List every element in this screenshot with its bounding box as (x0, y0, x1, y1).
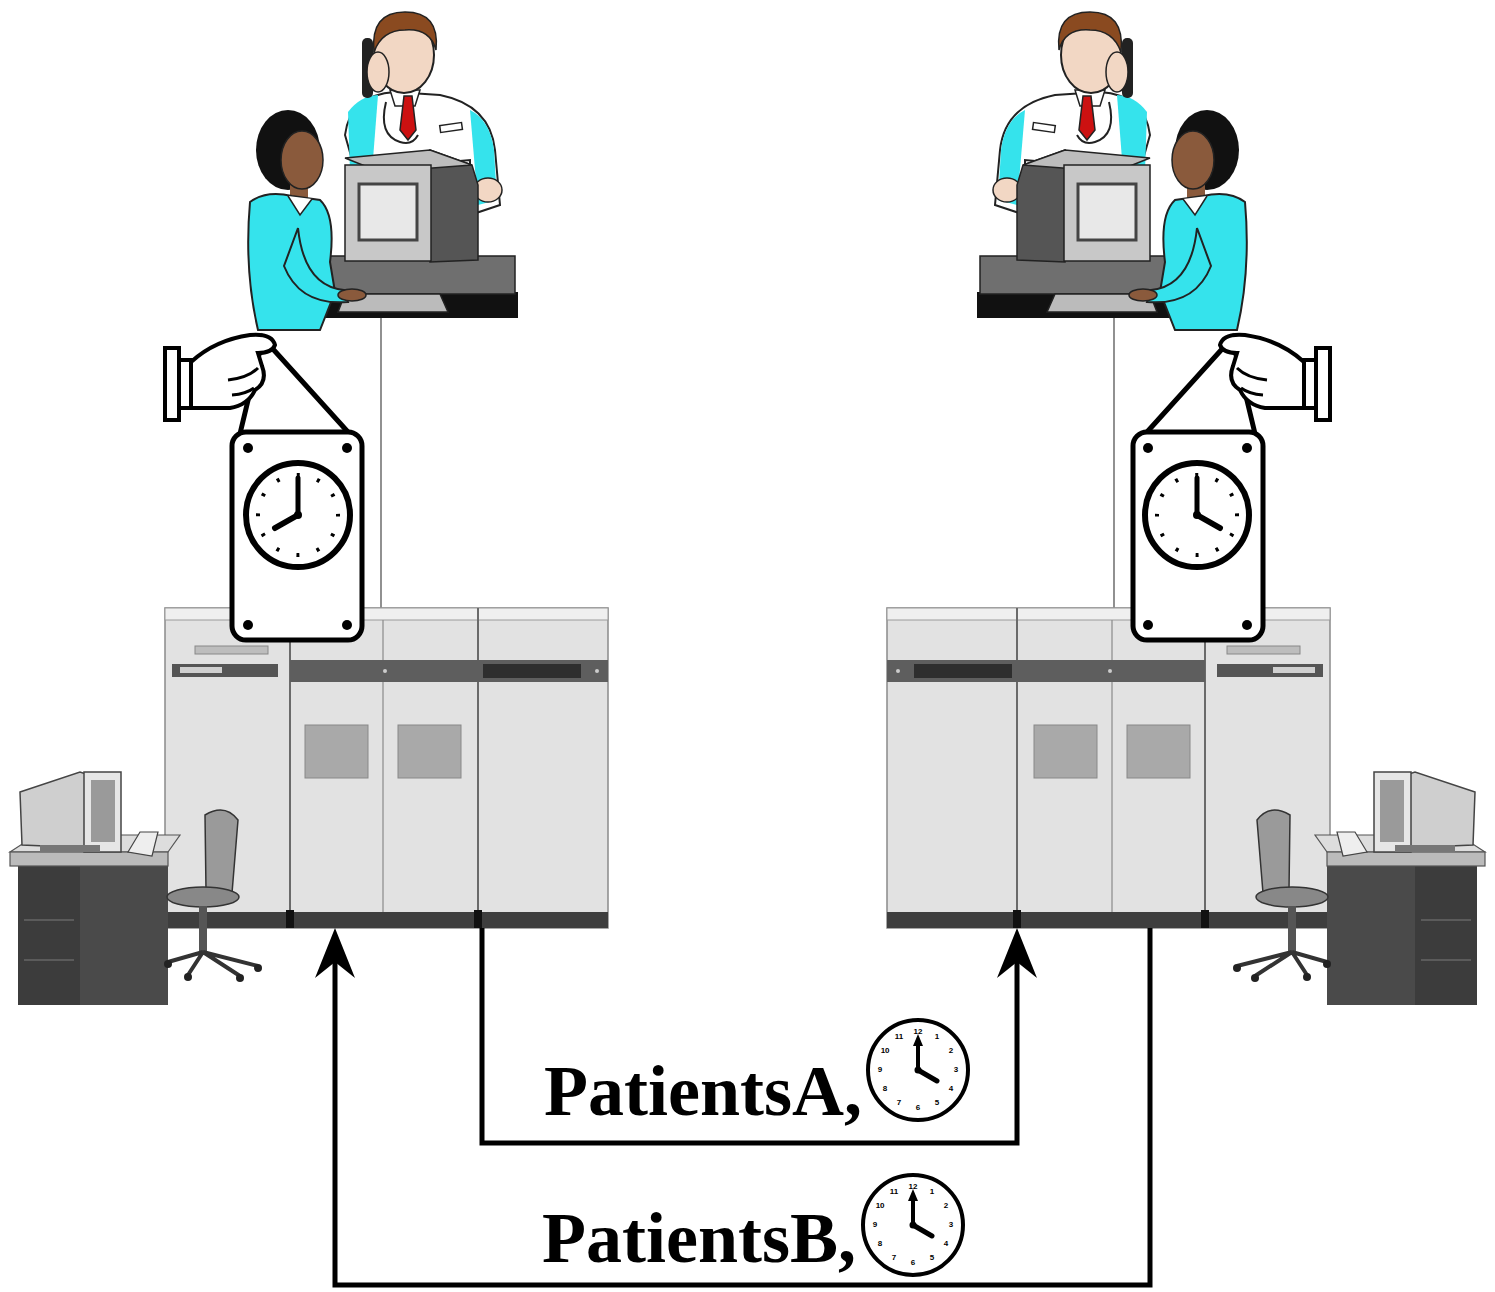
clock-number: 2 (944, 1202, 948, 1210)
clock-number: 8 (883, 1085, 887, 1093)
clock-number: 3 (949, 1221, 953, 1229)
clock-number: 3 (954, 1066, 958, 1074)
arrow-head (315, 928, 355, 978)
clock-number: 12 (909, 1183, 918, 1191)
clock-number: 2 (949, 1047, 953, 1055)
clock-number: 1 (935, 1033, 939, 1041)
clock-number: 11 (895, 1033, 903, 1041)
clock-number: 4 (944, 1240, 948, 1248)
clock-number: 7 (892, 1254, 896, 1262)
arrow-head (997, 928, 1037, 978)
clock-number: 9 (873, 1221, 877, 1229)
flow-arrow (335, 928, 1150, 1285)
clock-number: 6 (911, 1259, 915, 1267)
clock-number: 11 (890, 1188, 898, 1196)
clock-number: 1 (930, 1188, 934, 1196)
clock-number: 10 (876, 1202, 885, 1210)
clock-number: 7 (897, 1099, 901, 1107)
clock-number: 5 (935, 1099, 939, 1107)
right-site (887, 12, 1485, 1005)
clock-number: 9 (878, 1066, 882, 1074)
timestamp-clock (868, 1020, 968, 1120)
clock-number: 12 (914, 1028, 923, 1036)
clock-number: 6 (916, 1104, 920, 1112)
flow-arrow (482, 928, 1017, 1143)
clock-number: 5 (930, 1254, 934, 1262)
clock-number: 10 (881, 1047, 890, 1055)
flow-label: PatientsA, (544, 1055, 862, 1127)
flow-arrows (315, 928, 1150, 1285)
timestamp-clock (863, 1175, 963, 1275)
clock-number: 4 (949, 1085, 953, 1093)
flow-label: PatientsB, (542, 1202, 856, 1274)
left-site (10, 12, 608, 1005)
clock-number: 8 (878, 1240, 882, 1248)
